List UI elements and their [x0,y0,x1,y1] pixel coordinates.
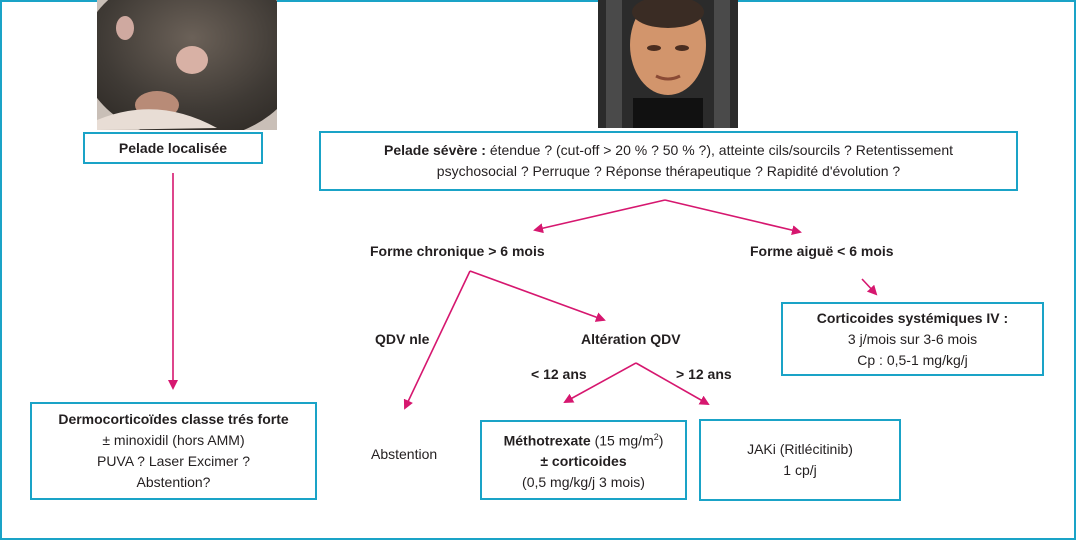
node-mtx-title: Méthotrexate [503,432,591,449]
node-jaki-line1: JAKi (Ritlécitinib) [747,441,853,457]
node-cortico-iv: Corticoides systémiques IV : 3 j/mois su… [781,302,1044,376]
node-alteration: Altération QDV [581,331,681,347]
photo-localized-alopecia [97,0,277,130]
node-qdv-nle: QDV nle [375,331,430,347]
node-localized: Pelade localisée [83,132,263,164]
flow-arrows [168,173,878,410]
node-jaki-line2: 1 cp/j [783,462,817,478]
node-severe: Pelade sévère : étendue ? (cut-off > 20 … [319,131,1018,191]
node-mtx-line1: Méthotrexate (15 mg/m2) [504,427,664,452]
node-mtx-line3: (0,5 mg/kg/j 3 mois) [522,474,645,491]
node-acute: Forme aiguë < 6 mois [750,243,894,259]
node-severe-text2: psychosocial ? Perruque ? Réponse thérap… [436,163,901,179]
node-severe-title: Pelade sévère : [383,142,486,158]
node-mtx-close: ) [658,432,664,449]
arrow-acute-to-cortico [861,278,878,296]
arrow-severe-to-chronic [533,199,666,234]
node-dermocort: Dermocorticoïdes classe trés forte ± min… [30,402,317,500]
node-mtx-sup: 2 [653,431,659,442]
node-severe-text1: étendue ? (cut-off > 20 % ? 50 % ?), att… [485,142,953,158]
node-localized-title: Pelade localisée [118,139,228,156]
node-cortico-iv-line2: 3 j/mois sur 3-6 mois [847,330,978,347]
arrow-alteration-to-jaki [635,362,710,405]
node-dermocort-line4: Abstention? [136,474,211,490]
node-abstention: Abstention [371,446,438,462]
node-dermocort-line3: PUVA ? Laser Excimer ? [96,453,251,469]
photo-severe-alopecia [598,0,738,128]
node-lt12: < 12 ans [531,366,587,382]
arrow-chronic-to-abstention [403,270,471,410]
node-mtx: Méthotrexate (15 mg/m2) ± corticoides (0… [480,420,687,500]
node-mtx-line2: ± corticoides [540,453,627,470]
node-severe-line1: Pelade sévère : étendue ? (cut-off > 20 … [384,140,953,161]
node-jaki: JAKi (Ritlécitinib) 1 cp/j [699,419,901,501]
node-gt12: > 12 ans [676,366,732,382]
node-cortico-iv-title: Corticoides systémiques IV : [816,309,1009,326]
node-dermocort-line2: ± minoxidil (hors AMM) [102,432,245,448]
node-dermocort-title: Dermocorticoïdes classe trés forte [58,411,289,427]
node-cortico-iv-line3: Cp : 0,5-1 mg/kg/j [857,351,968,368]
node-chronic: Forme chronique > 6 mois [370,243,545,259]
arrow-severe-to-acute [664,199,802,236]
arrow-alteration-to-mtx [563,362,637,403]
arrow-chronic-to-alteration [469,270,606,322]
node-mtx-dose: (15 mg/m [590,432,654,449]
